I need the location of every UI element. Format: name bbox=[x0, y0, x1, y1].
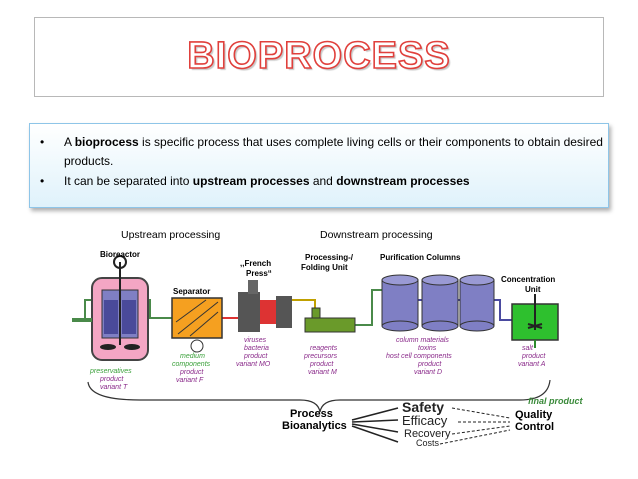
note-purification-4: product bbox=[417, 361, 442, 368]
processing-label-2: Folding Unit bbox=[301, 263, 348, 272]
note-separator-3: product bbox=[179, 369, 204, 376]
french-press-label-2: Press“ bbox=[246, 269, 272, 278]
pipe bbox=[355, 289, 382, 326]
bullet-2-pre: It can be separated into bbox=[64, 174, 193, 188]
note-press-2: bacteria bbox=[244, 345, 269, 352]
note-processing-2: precursors bbox=[303, 353, 338, 360]
upstream-label: Upstream processing bbox=[121, 229, 221, 241]
outcome-recovery: Recovery bbox=[404, 428, 451, 440]
quality-label-1: Quality bbox=[515, 409, 553, 421]
folding-unit-icon bbox=[304, 307, 356, 333]
note-press-1: viruses bbox=[244, 337, 267, 344]
outcome-efficacy: Efficacy bbox=[402, 413, 448, 428]
french-press-icon bbox=[238, 280, 292, 332]
concentration-unit-icon bbox=[511, 294, 559, 348]
final-product-label: final product bbox=[528, 396, 583, 406]
analytics-label-2: Bioanalytics bbox=[282, 420, 347, 432]
purification-label: Purification Columns bbox=[380, 253, 461, 262]
bullet-box: • A bioprocess is specific process that … bbox=[29, 123, 609, 208]
note-purification-2: toxins bbox=[418, 345, 437, 352]
note-separator-4: variant F bbox=[176, 377, 204, 384]
note-bioreactor-1: preservatives bbox=[89, 368, 132, 375]
quality-label-2: Control bbox=[515, 421, 554, 433]
quality-dashed-arrows bbox=[439, 407, 511, 445]
note-concentration-3: variant A bbox=[518, 361, 546, 368]
bioreactor-label: Bioreactor bbox=[100, 250, 140, 259]
concentration-label-1: Concentration bbox=[501, 275, 555, 284]
brace bbox=[87, 379, 551, 413]
bullet-1-pre: A bbox=[64, 135, 75, 149]
title-box: BIOPROCESS bbox=[34, 17, 604, 97]
notes: preservatives product variant T medium c… bbox=[89, 337, 546, 391]
downstream-label: Downstream processing bbox=[320, 229, 433, 241]
note-bioreactor-3: variant T bbox=[100, 384, 128, 391]
note-press-4: variant MO bbox=[236, 361, 271, 368]
note-separator-2: components bbox=[172, 361, 211, 368]
bullet-2-bold-upstream: upstream processes bbox=[192, 174, 310, 188]
bullet-1-rest: is specific process that uses complete l… bbox=[64, 135, 603, 168]
separator-label: Separator bbox=[173, 287, 210, 296]
outcome-arrows bbox=[351, 407, 399, 443]
note-press-3: product bbox=[243, 353, 268, 360]
note-bioreactor-2: product bbox=[99, 376, 124, 383]
note-separator-1: medium bbox=[180, 353, 205, 360]
bullet-2-bold-downstream: downstream processes bbox=[336, 174, 470, 188]
note-processing-3: product bbox=[309, 361, 334, 368]
outcome-safety: Safety bbox=[402, 399, 444, 415]
note-concentration-1: salt bbox=[522, 345, 534, 352]
processing-label-1: Processing-/ bbox=[305, 253, 354, 262]
bioreactor-icon bbox=[72, 255, 149, 361]
bullet-1-bold: bioprocess bbox=[74, 135, 139, 149]
note-processing-4: variant M bbox=[308, 369, 337, 376]
analytics-label-1: Process bbox=[290, 408, 333, 420]
purification-columns-icon bbox=[381, 274, 495, 332]
concentration-label-2: Unit bbox=[525, 285, 541, 294]
bullet-mark: • bbox=[40, 174, 45, 188]
bullet-2-mid: and bbox=[309, 174, 337, 188]
note-purification-5: variant D bbox=[414, 369, 442, 376]
note-processing-1: reagents bbox=[310, 345, 338, 352]
note-purification-1: column materials bbox=[396, 337, 449, 344]
page-title: BIOPROCESS bbox=[186, 34, 451, 78]
french-press-label-1: ,,French bbox=[240, 259, 271, 268]
separator-icon bbox=[171, 297, 223, 353]
outcome-costs: Costs bbox=[416, 438, 440, 448]
note-concentration-2: product bbox=[521, 353, 546, 360]
bullet-mark: • bbox=[40, 135, 45, 149]
note-purification-3: host cell components bbox=[386, 353, 452, 360]
outcomes: Safety Efficacy Recovery Costs bbox=[402, 399, 451, 448]
